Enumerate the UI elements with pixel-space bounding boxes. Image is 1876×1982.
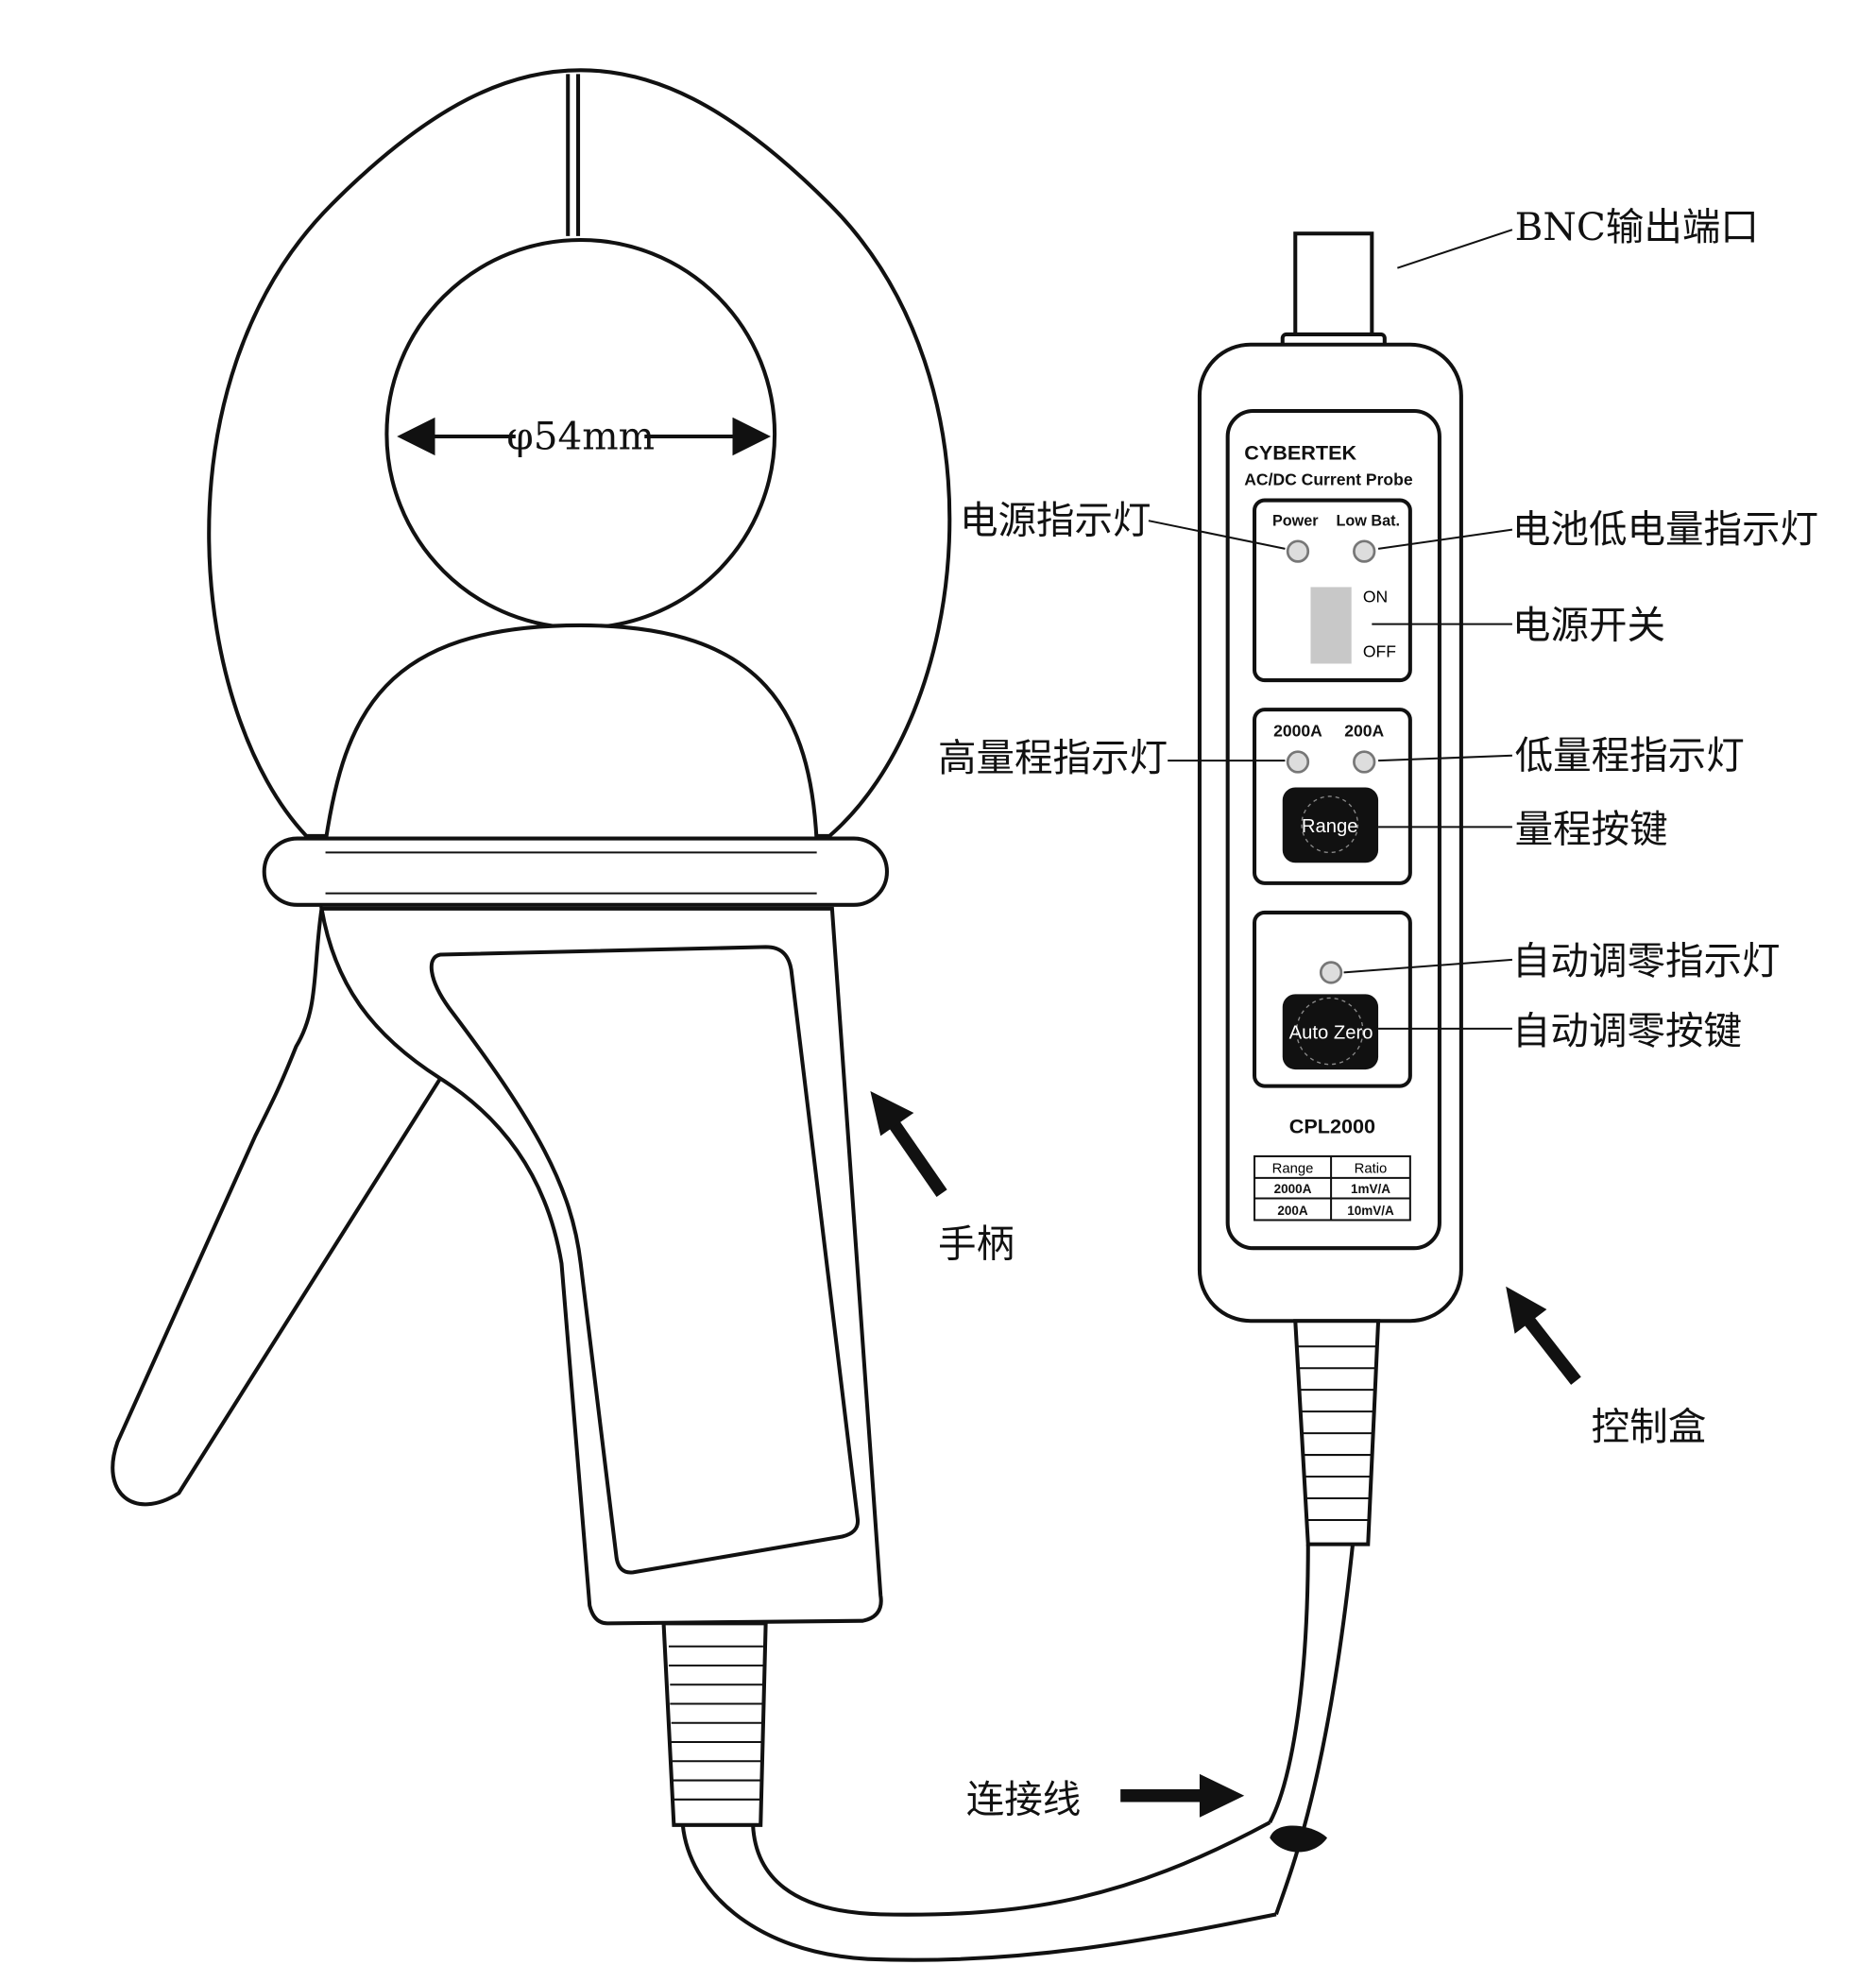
auto-zero-led-callout: 自动调零指示灯 (1512, 938, 1781, 983)
clamp-head: φ54mm (207, 68, 952, 907)
power-led-label: Power (1272, 513, 1319, 530)
box-strain-relief (1293, 1319, 1381, 1546)
table-cell: 200A (1277, 1204, 1308, 1218)
clamp-handle (111, 903, 883, 1626)
low-range-led-icon (1353, 750, 1376, 774)
power-led-icon (1286, 539, 1310, 563)
power-switch[interactable] (1310, 587, 1352, 664)
auto-zero-button-callout: 自动调零按键 (1512, 1008, 1742, 1053)
range-button-callout: 量程按键 (1515, 807, 1668, 852)
low-bat-led-callout: 电池低电量指示灯 (1512, 506, 1818, 552)
auto-zero-button-label: Auto Zero (1289, 1023, 1373, 1044)
table-header: Range (1272, 1162, 1314, 1177)
inner-jaw (323, 623, 819, 845)
range-button[interactable]: Range (1282, 787, 1379, 863)
low-bat-led-label: Low Bat. (1337, 513, 1401, 530)
auto-zero-button[interactable]: Auto Zero (1282, 994, 1379, 1070)
cable-arrow-icon (1120, 1773, 1245, 1818)
ratio-table: Range Ratio 2000A 1mV/A 200A 10mV/A (1254, 1154, 1411, 1222)
table-cell: 2000A (1274, 1182, 1312, 1196)
diameter-label: φ54mm (506, 414, 655, 459)
table-header: Ratio (1355, 1162, 1388, 1177)
trigger (111, 903, 443, 1507)
auto-zero-led-icon (1319, 961, 1343, 984)
range-high-label: 2000A (1273, 721, 1322, 740)
cable-label: 连接线 (966, 1776, 1082, 1821)
low-bat-led-icon (1353, 539, 1376, 563)
leader-lines (1148, 229, 1513, 1030)
control-box-label: 控制盒 (1592, 1404, 1707, 1449)
power-switch-callout: 电源开关 (1512, 602, 1665, 647)
handle-arrow-icon (870, 1091, 947, 1197)
connecting-cable (680, 1544, 1356, 1962)
range-button-label: Range (1302, 816, 1358, 837)
low-range-led-callout: 低量程指示灯 (1515, 732, 1745, 777)
table-cell: 10mV/A (1347, 1204, 1394, 1218)
table-cell: 1mV/A (1351, 1182, 1390, 1196)
high-range-led-callout: 高量程指示灯 (938, 735, 1168, 780)
bnc-connector (1293, 231, 1374, 341)
bnc-callout: BNC输出端口 (1515, 204, 1759, 249)
switch-off-label: OFF (1363, 642, 1396, 661)
power-led-callout: 电源指示灯 (960, 498, 1151, 543)
switch-on-label: ON (1363, 588, 1388, 607)
handle-label: 手柄 (938, 1222, 1015, 1267)
model-label: CPL2000 (1289, 1115, 1375, 1138)
clamp-strain-relief (661, 1621, 768, 1827)
control-box: CYBERTEK AC/DC Current Probe Power Low B… (1197, 231, 1463, 1546)
brand-label: CYBERTEK (1244, 440, 1356, 464)
high-range-led-icon (1286, 750, 1310, 774)
subtitle-label: AC/DC Current Probe (1244, 470, 1413, 488)
range-low-label: 200A (1344, 721, 1384, 740)
control-box-arrow-icon (1506, 1286, 1581, 1385)
clamp-band (262, 836, 889, 907)
